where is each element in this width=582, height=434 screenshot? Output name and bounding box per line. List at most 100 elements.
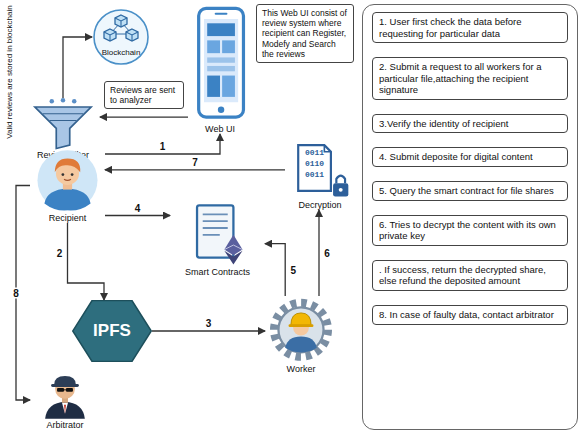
callout-number: 8 <box>11 287 21 298</box>
actor-symbol <box>30 148 105 213</box>
review-filter-symbol <box>26 98 100 150</box>
step-text: . If success, return the decrypted share… <box>379 264 561 287</box>
icon-part <box>71 173 74 176</box>
step-box: 1. User first check the data before requ… <box>372 12 568 43</box>
icon-part <box>204 19 238 102</box>
icon-part <box>61 98 65 102</box>
icon-part <box>278 307 323 352</box>
step-text: 2. Submit a request to all workers for a… <box>379 61 561 96</box>
icon-part <box>199 8 244 117</box>
step-text: 5. Query the smart contract for file sha… <box>379 185 561 197</box>
icon-part <box>64 389 66 390</box>
icon-part <box>94 10 148 64</box>
icon-part <box>43 114 83 121</box>
connector <box>265 244 285 296</box>
connector <box>105 169 285 170</box>
icon-part <box>44 188 90 210</box>
step-text: 6. Tries to decrypt the content with its… <box>379 219 561 242</box>
icon-part <box>222 40 235 53</box>
icon-part <box>35 107 91 149</box>
worker-symbol <box>265 296 337 364</box>
step-box: 5. Query the smart contract for file sha… <box>372 181 568 201</box>
icon-part <box>289 324 314 327</box>
icon-part <box>54 376 76 385</box>
icon-part <box>115 18 127 27</box>
icon-part <box>55 158 80 172</box>
blockchain-icon: Blockchain <box>92 8 150 66</box>
icon-part <box>291 313 311 325</box>
callout-number: 3 <box>204 318 214 329</box>
node-label: Reviews are sent to analyzer <box>110 85 178 105</box>
icon-part <box>37 150 97 210</box>
connector <box>105 215 170 216</box>
node-label: Recipient <box>49 213 87 223</box>
callout-number: 7 <box>190 156 200 167</box>
callout-number: 1 <box>158 141 168 152</box>
icon-part <box>207 57 235 62</box>
callout-number: 2 <box>55 248 65 259</box>
icon-part <box>61 173 64 176</box>
icon-part <box>285 337 317 353</box>
icon-part <box>224 245 242 250</box>
actor-symbol <box>30 370 100 420</box>
icon-part <box>126 32 138 41</box>
connector <box>68 223 105 300</box>
callout-number: 5 <box>288 264 298 275</box>
icon-part <box>224 251 242 265</box>
storage-hexagon: IPFS <box>72 300 152 362</box>
icon-part <box>126 29 138 41</box>
step-text: 4. Submit deposite for digital content <box>379 151 561 163</box>
note-box: Reviews are sent to analyzer <box>104 81 184 109</box>
node-label: Worker <box>287 364 316 374</box>
worker-icon: Worker <box>265 296 337 374</box>
icon-part <box>218 106 224 112</box>
web-ui-icon: Web UI <box>188 4 252 134</box>
node-label: Smart Contracts <box>185 267 250 277</box>
icon-part <box>207 76 220 97</box>
node-label: IPFS <box>93 321 131 341</box>
step-box: 4. Submit deposite for digital content <box>372 147 568 167</box>
step-box: 3.Verify the identity of recipient <box>372 114 568 134</box>
icon-part <box>222 76 235 97</box>
icon-part <box>115 15 127 27</box>
icon-part <box>215 13 228 15</box>
step-text: 1. User first check the data before requ… <box>379 16 561 39</box>
icon-part <box>324 145 331 152</box>
icon-part <box>207 66 235 71</box>
actor-icon: Recipient <box>30 148 105 223</box>
icon-part <box>66 388 73 392</box>
connector <box>152 330 265 331</box>
callout-number: 4 <box>133 202 143 213</box>
connector <box>318 210 319 296</box>
node-label: Decryption <box>298 200 341 210</box>
icon-part <box>203 214 228 234</box>
icon-part <box>274 303 328 357</box>
web-ui-symbol <box>188 4 252 124</box>
icon-part <box>224 235 242 255</box>
icon-part <box>104 29 116 41</box>
node-label: Blockchain <box>102 48 141 57</box>
icon-part <box>62 403 68 414</box>
step-box: 2. Submit a request to all workers for a… <box>372 57 568 100</box>
icon-part <box>64 405 66 414</box>
connector <box>100 116 188 117</box>
step-box: 8. In case of faulty data, contact arbit… <box>372 305 568 325</box>
icon-part <box>51 384 79 387</box>
step-box: . If success, return the decrypted share… <box>372 260 568 291</box>
icon-part <box>50 99 54 103</box>
connector <box>105 134 220 154</box>
icon-part <box>64 179 71 180</box>
icon-part <box>72 99 76 103</box>
node-label: This Web UI consist of review system whe… <box>262 8 348 59</box>
note-box: This Web UI consist of review system whe… <box>256 4 354 63</box>
icon-part <box>298 145 331 191</box>
step-box: 6. Tries to decrypt the content with its… <box>372 215 568 246</box>
icon-part <box>333 183 348 196</box>
binary-digits: 0011 <box>305 148 324 158</box>
node-label: Arbitrator <box>46 420 83 430</box>
actor-icon: Arbitrator <box>30 370 100 430</box>
smart-contract-symbol <box>170 203 265 267</box>
step-text: 3.Verify the identity of recipient <box>379 118 561 130</box>
blockchain-symbol <box>92 8 150 66</box>
